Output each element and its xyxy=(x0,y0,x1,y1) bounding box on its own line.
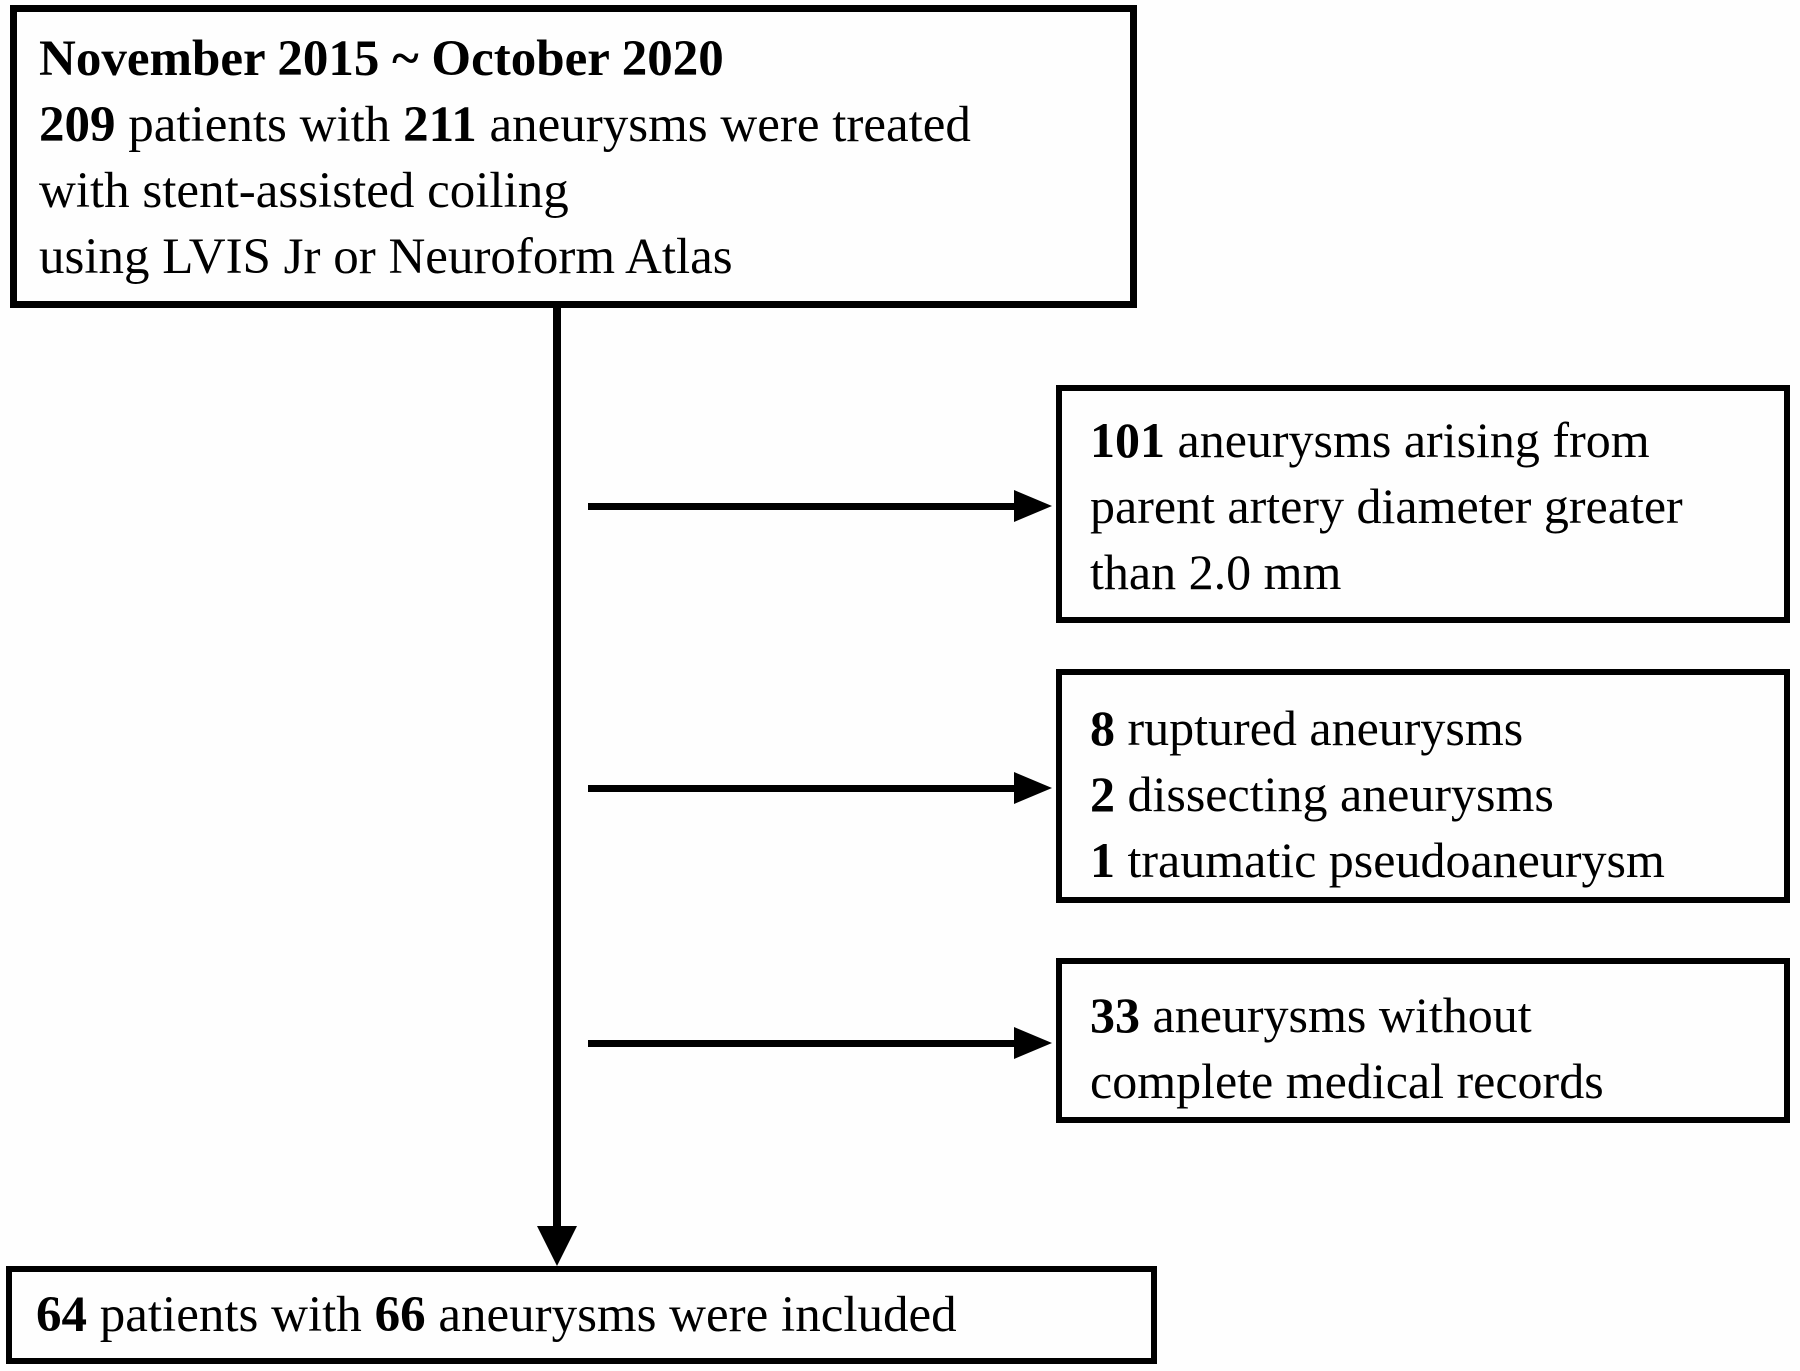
exclusion-1-line-1: 101 aneurysms arising from xyxy=(1090,412,1650,468)
exclusion-arrow-3-arrowhead-icon xyxy=(1014,1027,1052,1059)
exclusion-arrow-3-line xyxy=(588,1040,1016,1047)
exclusion-arrow-1-line xyxy=(588,503,1016,510)
enrollment-method: with stent-assisted coiling xyxy=(39,163,569,219)
enrollment-devices: using LVIS Jr or Neuroform Atlas xyxy=(39,229,733,285)
exclusion-2-line-2: 2 dissecting aneurysms xyxy=(1090,766,1554,822)
exclusion-1-count: 101 xyxy=(1090,412,1165,468)
main-flow-line xyxy=(553,308,561,1230)
exclusion-box-parent-artery: 101 aneurysms arising from parent artery… xyxy=(1056,385,1790,623)
included-aneurysm-count: 66 xyxy=(374,1287,426,1343)
incomplete-records-count: 33 xyxy=(1090,987,1140,1043)
exclusion-3-line-1: 33 aneurysms without xyxy=(1090,987,1532,1043)
exclusion-arrow-1-arrowhead-icon xyxy=(1014,490,1052,522)
patient-count: 209 xyxy=(39,97,116,153)
exclusion-1-line-2: parent artery diameter greater xyxy=(1090,478,1683,534)
exclusion-3-line-2: complete medical records xyxy=(1090,1053,1604,1109)
dissecting-count: 2 xyxy=(1090,766,1115,822)
aneurysm-count: 211 xyxy=(403,97,477,153)
main-flow-arrowhead-icon xyxy=(537,1226,577,1266)
exclusion-arrow-2-arrowhead-icon xyxy=(1014,772,1052,804)
exclusion-1-line-3: than 2.0 mm xyxy=(1090,544,1342,600)
exclusion-2-line-1: 8 ruptured aneurysms xyxy=(1090,700,1524,756)
included-box: 64 patients with 66 aneurysms were inclu… xyxy=(6,1266,1157,1364)
exclusion-box-incomplete-records: 33 aneurysms without complete medical re… xyxy=(1056,958,1790,1123)
exclusion-arrow-2-line xyxy=(588,785,1016,792)
enrollment-box: November 2015 ~ October 2020 209 patient… xyxy=(10,5,1137,308)
ruptured-count: 8 xyxy=(1090,700,1115,756)
exclusion-2-line-3: 1 traumatic pseudoaneurysm xyxy=(1090,832,1665,888)
enrollment-counts: 209 patients with 211 aneurysms were tre… xyxy=(39,97,971,153)
exclusion-box-aneurysm-types: 8 ruptured aneurysms 2 dissecting aneury… xyxy=(1056,669,1790,903)
enrollment-period: November 2015 ~ October 2020 xyxy=(39,31,724,87)
included-patient-count: 64 xyxy=(36,1287,87,1343)
traumatic-count: 1 xyxy=(1090,832,1115,888)
included-counts: 64 patients with 66 aneurysms were inclu… xyxy=(36,1287,957,1343)
